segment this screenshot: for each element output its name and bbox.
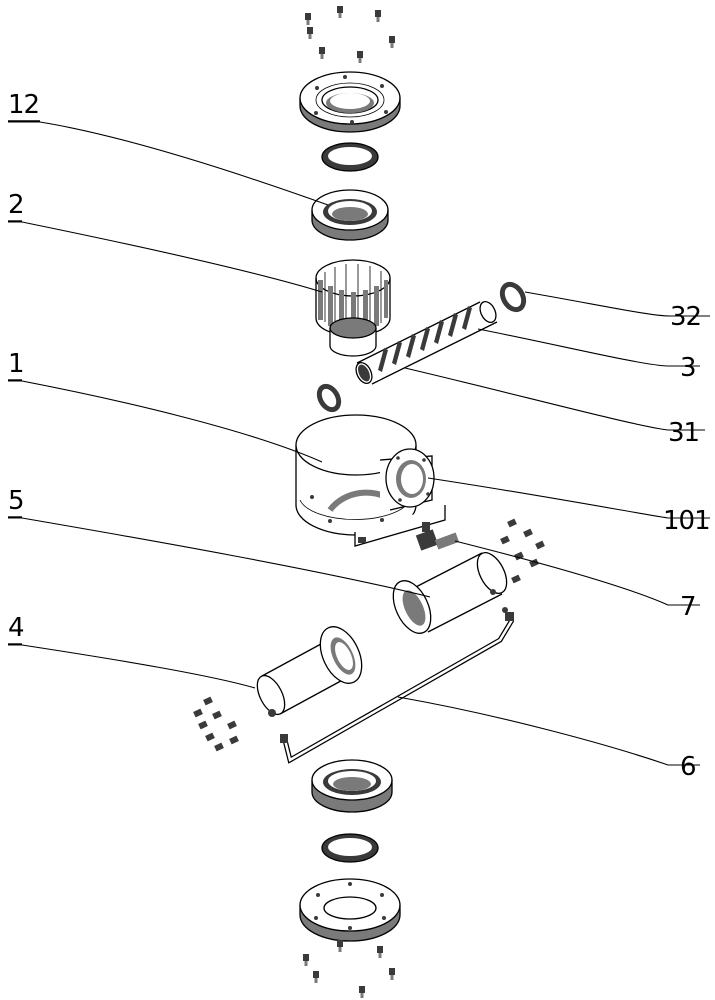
leader-6 — [397, 696, 700, 766]
leader-31 — [404, 367, 705, 431]
valve — [415, 522, 460, 551]
left-screw-group — [193, 696, 239, 752]
label-12: 12 — [8, 90, 39, 120]
leader-lines — [8, 121, 710, 766]
cylinder-lower — [256, 626, 363, 717]
label-6: 6 — [680, 752, 696, 782]
leader-7 — [454, 540, 700, 606]
label-101: 101 — [663, 506, 710, 536]
worm-seal-ring-right — [499, 281, 527, 313]
bottom-bearing — [311, 759, 393, 813]
label-1: 1 — [8, 349, 24, 379]
label-5: 5 — [8, 486, 24, 516]
label-31: 31 — [668, 418, 699, 448]
leader-12 — [8, 121, 329, 206]
housing — [295, 414, 446, 547]
top-screw-group — [305, 6, 395, 63]
part-labels: 12 2 1 5 4 32 3 31 101 7 6 — [8, 90, 711, 782]
label-7: 7 — [680, 592, 696, 622]
leader-1 — [8, 380, 323, 463]
label-4: 4 — [8, 613, 24, 643]
top-seal-ring — [321, 142, 379, 172]
cylinder-upper — [392, 552, 508, 634]
leader-101 — [427, 477, 710, 519]
bottom-end-cover — [299, 878, 401, 942]
connecting-pipe — [280, 612, 515, 764]
leader-3 — [477, 328, 700, 367]
leader-2 — [8, 221, 323, 293]
gear — [315, 259, 391, 357]
leader-5 — [8, 517, 431, 598]
bottom-seal-ring — [321, 833, 379, 863]
worm-shaft — [355, 300, 498, 385]
leader-32 — [524, 291, 710, 317]
leader-4 — [8, 644, 256, 689]
bottom-screw-group — [303, 940, 395, 998]
top-bearing — [311, 189, 389, 241]
label-2: 2 — [8, 190, 24, 220]
worm-seal-ring-left — [316, 383, 342, 413]
label-32: 32 — [670, 302, 701, 332]
top-end-cover — [299, 71, 401, 133]
label-3: 3 — [680, 353, 696, 383]
